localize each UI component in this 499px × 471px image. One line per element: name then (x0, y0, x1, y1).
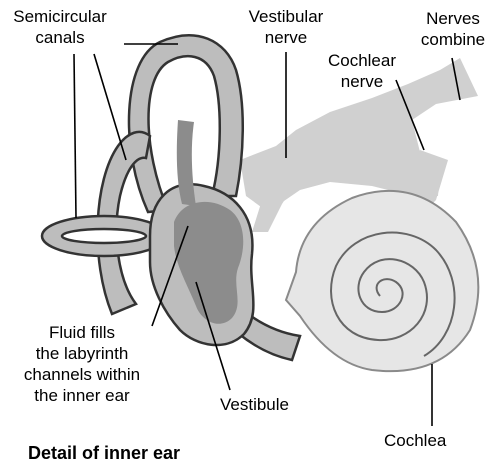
label-vestibule: Vestibule (220, 394, 289, 415)
label-vestibular-line-1: Vestibular (236, 6, 336, 27)
label-fluid-line-3: channels within (2, 364, 162, 385)
label-cochlear-nerve: Cochlear nerve (312, 50, 412, 92)
label-vestibular-line-2: nerve (236, 27, 336, 48)
label-fluid-line-1: Fluid fills (2, 322, 162, 343)
cochlea-shape (286, 191, 478, 371)
label-semicircular-line-2: canals (2, 27, 118, 48)
label-fluid-line-4: the inner ear (2, 385, 162, 406)
label-cochlea: Cochlea (384, 430, 446, 451)
label-fluid-line-2: the labyrinth (2, 343, 162, 364)
leader-semicircular-left (74, 54, 76, 218)
leader-semicircular-mid (94, 54, 126, 160)
label-cochlear-nerve-line-2: nerve (312, 71, 412, 92)
label-nerves-combine-line-2: combine (408, 29, 498, 50)
label-semicircular-line-1: Semicircular (2, 6, 118, 27)
label-nerves-combine: Nerves combine (408, 8, 498, 50)
label-cochlear-nerve-line-1: Cochlear (312, 50, 412, 71)
label-fluid-fills: Fluid fills the labyrinth channels withi… (2, 322, 162, 406)
label-semicircular-canals: Semicircular canals (2, 6, 118, 48)
label-nerves-combine-line-1: Nerves (408, 8, 498, 29)
diagram-caption: Detail of inner ear (28, 443, 180, 464)
label-vestibular-nerve: Vestibular nerve (236, 6, 336, 48)
